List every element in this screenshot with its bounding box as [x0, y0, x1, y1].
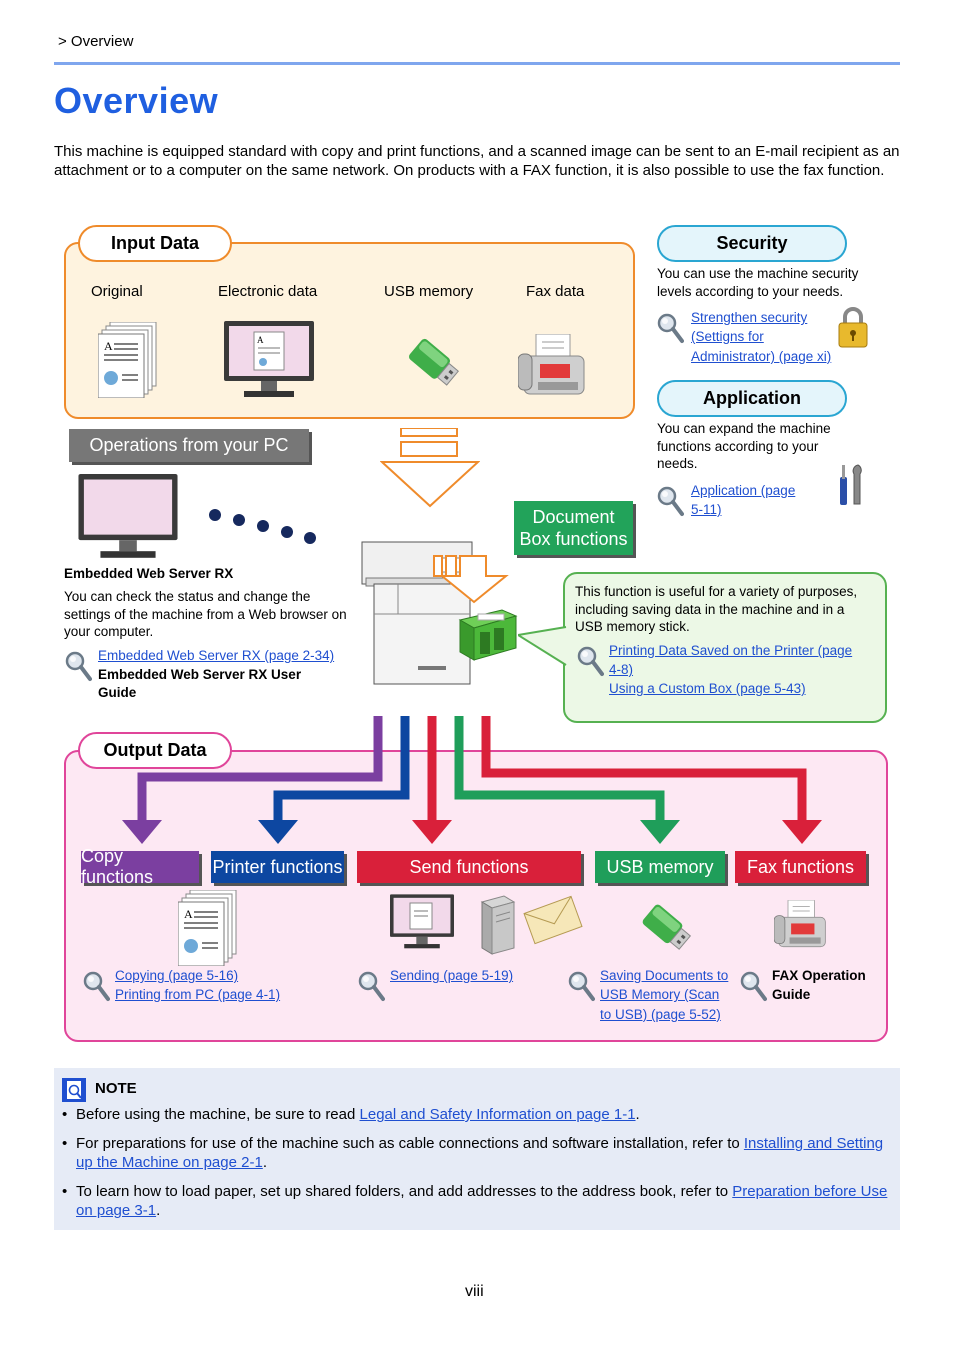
document-box-tab-line2: Box functions: [519, 529, 628, 549]
note-item-3-text: To learn how to load paper, set up share…: [76, 1183, 733, 1200]
output-data-heading: Output Data: [78, 732, 232, 769]
usb-link-line3[interactable]: to USB) (page 5-52): [600, 1007, 721, 1022]
intro-paragraph: This machine is equipped standard with c…: [54, 143, 900, 179]
note-item-1: • Before using the machine, be sure to r…: [62, 1105, 892, 1124]
printing-from-pc-link[interactable]: Printing from PC (page 4-1): [115, 987, 281, 1002]
magnifier-icon: [82, 970, 110, 1002]
callout-pointer: [518, 626, 567, 666]
input-original-label: Original: [91, 283, 143, 300]
usb-link-line2[interactable]: USB Memory (Scan: [600, 987, 720, 1002]
note-item-2-end: .: [262, 1154, 267, 1171]
document-box-icon: [458, 609, 518, 661]
bullet: •: [62, 1135, 68, 1152]
security-link-line2[interactable]: (Settigns for: [691, 329, 764, 344]
note-item-3-link[interactable]: Preparation before Use on page 3-1: [76, 1183, 888, 1219]
input-down-arrow: [380, 428, 480, 508]
pc-guide: Embedded Web Server RX User Guide: [98, 667, 302, 700]
magnifier-icon: [567, 970, 595, 1002]
note-item-3: • To learn how to load paper, set up sha…: [62, 1182, 892, 1220]
output-arrows: [122, 716, 822, 844]
printer-functions-tab: Printer functions: [211, 851, 344, 883]
application-heading: Application: [657, 380, 847, 417]
input-usb-label: USB memory: [384, 283, 474, 300]
note-item-2: • For preparations for use of the machin…: [62, 1134, 892, 1172]
note-heading: NOTE: [95, 1080, 137, 1097]
page-title: Overview: [54, 80, 219, 121]
application-link-line1[interactable]: Application (page: [691, 483, 796, 498]
note-item-1-end: .: [635, 1106, 640, 1123]
note-icon: [62, 1078, 86, 1102]
connection-dots: [209, 509, 316, 544]
document-box-callout: [563, 572, 887, 723]
security-link-line3[interactable]: Administrator) (page xi): [691, 349, 832, 364]
magnifier-icon: [357, 970, 385, 1002]
note-item-3-end: .: [156, 1202, 161, 1219]
usb-link-line1[interactable]: Saving Documents to: [600, 968, 729, 983]
security-heading: Security: [657, 225, 847, 262]
docbox-down-arrow: [433, 555, 509, 604]
fax-output-icon: [774, 900, 830, 950]
docbox-link-1-line2[interactable]: 4-8): [609, 662, 634, 677]
magnifier-icon: [739, 970, 767, 1002]
envelope-icon: [523, 895, 583, 945]
operations-from-pc-tab: Operations from your PC: [69, 429, 309, 462]
copying-link[interactable]: Copying (page 5-16): [115, 968, 239, 983]
pc-heading: Embedded Web Server RX: [64, 566, 234, 581]
input-data-heading: Input Data: [78, 225, 232, 262]
svg-text:A: A: [257, 335, 264, 345]
note-item-1-text: Before using the machine, be sure to rea…: [76, 1106, 360, 1123]
monitor-document-icon: A: [253, 331, 285, 371]
pc-link[interactable]: Embedded Web Server RX (page 2-34): [98, 648, 335, 663]
breadcrumb[interactable]: > Overview: [58, 33, 134, 50]
document-box-text: This function is useful for a variety of…: [575, 584, 858, 634]
fax-guide-line2: Guide: [772, 987, 811, 1002]
bullet: •: [62, 1183, 68, 1200]
page-number: viii: [465, 1283, 484, 1300]
application-link-line2[interactable]: 5-11): [691, 502, 722, 517]
note-item-2-text: For preparations for use of the machine …: [76, 1135, 744, 1152]
usb-output-icon: [632, 896, 692, 956]
bullet: •: [62, 1106, 68, 1123]
padlock-icon: [838, 307, 868, 348]
document-box-tab-line1: Document: [532, 507, 615, 527]
server-icon: [480, 895, 516, 955]
note-item-1-link[interactable]: Legal and Safety Information on page 1-1: [359, 1106, 636, 1123]
docbox-link-2[interactable]: Using a Custom Box (page 5-43): [609, 681, 806, 696]
sending-link[interactable]: Sending (page 5-19): [390, 968, 514, 983]
application-text: You can expand the machine functions acc…: [657, 421, 831, 471]
send-functions-tab: Send functions: [357, 851, 581, 883]
copy-functions-tab: Copy functions: [81, 846, 199, 887]
note-box: NOTE • Before using the machine, be sure…: [54, 1068, 900, 1230]
input-electronic-label: Electronic data: [218, 283, 318, 300]
document-box-tab: Document Box functions: [514, 501, 633, 555]
header-rule: [54, 62, 900, 65]
input-fax-label: Fax data: [526, 283, 585, 300]
tools-icon: [840, 464, 862, 505]
printed-document-icon: [178, 890, 238, 966]
security-text: You can use the machine security levels …: [657, 266, 859, 299]
docbox-link-1-line1[interactable]: Printing Data Saved on the Printer (page: [609, 643, 853, 658]
pc-text: You can check the status and change the …: [64, 589, 347, 639]
fax-functions-tab: Fax functions: [735, 851, 866, 883]
usb-memory-tab: USB memory: [595, 851, 725, 883]
note-item-2-link[interactable]: Installing and Setting up the Machine on…: [76, 1135, 884, 1171]
fax-guide-line1: FAX Operation: [772, 968, 866, 983]
send-document-icon: [409, 902, 433, 930]
security-link-line1[interactable]: Strengthen security: [691, 310, 808, 325]
